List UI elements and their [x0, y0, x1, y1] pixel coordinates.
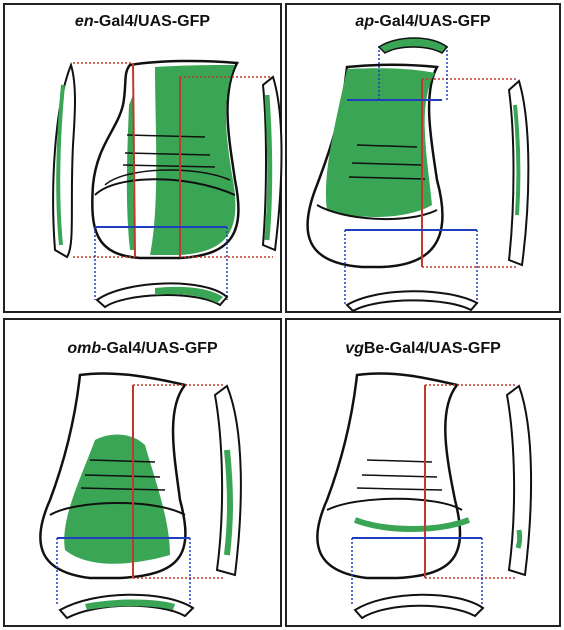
right-gfp-edge: [227, 450, 230, 555]
top-cross-section: [379, 38, 447, 53]
panel-omb: omb-Gal4/UAS-GFP: [3, 318, 282, 627]
gfp-dorsal: [326, 68, 435, 217]
panel-ap: ap-Gal4/UAS-GFP: [285, 3, 561, 313]
en-diagram: [5, 5, 284, 315]
ap-diagram: [287, 5, 563, 315]
bottom-cross-section: [347, 291, 477, 311]
panel-en: en-Gal4/UAS-GFP: [3, 3, 282, 313]
vgbe-diagram: [287, 320, 563, 629]
bottom-cross-section: [355, 595, 483, 618]
panel-vgbe: vgBe-Gal4/UAS-GFP: [285, 318, 561, 627]
right-gfp-edge: [518, 530, 520, 548]
omb-diagram: [5, 320, 284, 629]
right-gfp-edge: [267, 95, 270, 240]
